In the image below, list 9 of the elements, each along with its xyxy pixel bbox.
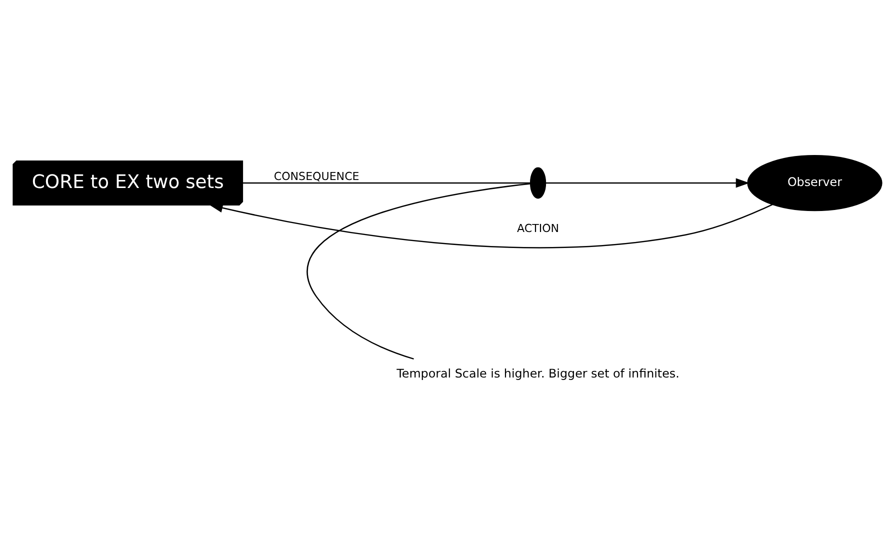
arrow: [546, 178, 750, 188]
connector: [307, 182, 530, 360]
edge-label: ACTION: [517, 221, 560, 234]
edge-label: CONSEQUENCE: [274, 169, 360, 182]
arrow: [209, 202, 773, 248]
node-text: Temporal Scale is higher. Bigger set of infinites.: [396, 366, 680, 380]
node-ellipse: [530, 166, 546, 198]
connector: [242, 182, 530, 184]
node-ellipse: Observer: [747, 154, 882, 211]
